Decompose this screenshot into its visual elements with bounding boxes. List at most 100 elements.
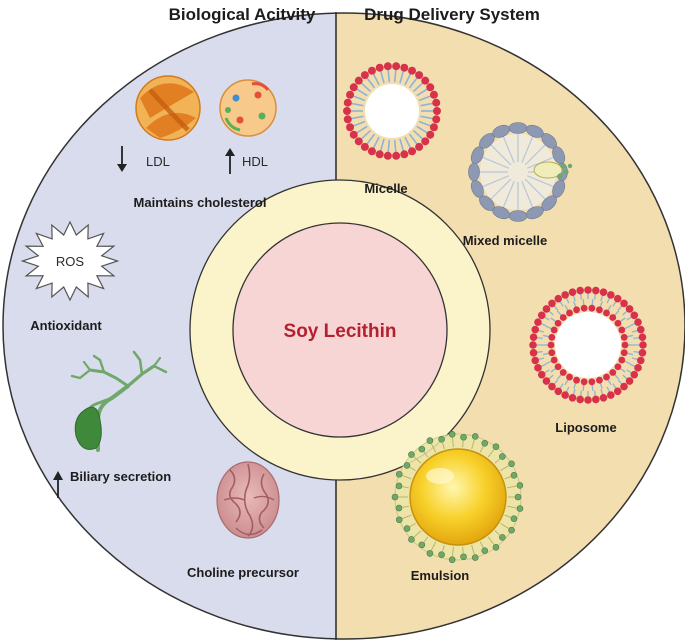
emulsifier-tail [409,466,416,472]
lipid-head [354,137,363,146]
lipid-head [620,299,628,308]
emulsifier-bead [460,553,467,561]
lipid-head [618,326,626,334]
mixed-micelle-label: Mixed micelle [463,233,548,248]
lipid-head [561,291,569,299]
lipid-head [559,314,567,321]
emulsifier-bead [481,547,489,555]
lipid-head [592,395,600,404]
lipid-head [573,306,580,314]
ros-starburst-icon [20,220,120,302]
emulsifier-tail [430,443,437,453]
lipid-head [415,142,424,151]
emulsifier-tail [500,465,510,472]
lipid-head [426,83,435,92]
lipid-head [548,382,556,391]
emulsifier-tail [430,541,437,551]
lipid-head [596,376,603,384]
lipid-head [346,90,355,99]
lipid-head [636,356,645,365]
lipid-head [432,115,441,124]
biliary-increase-arrow [53,471,63,498]
lipid-head [354,76,363,85]
emulsifier-tail [479,541,484,549]
lipid-head [421,137,430,146]
lipid-head [537,370,546,379]
emulsifier-bead [516,505,524,512]
lipid-head [550,326,558,334]
lipid-head [576,286,584,295]
drug-delivery-title: Drug Delivery System [364,5,540,24]
emulsifier-bead [481,439,489,447]
emulsifier-tail [507,485,518,489]
emulsifier-bead [471,433,479,440]
lipid-head [580,378,588,386]
emulsifier-bead [460,433,467,441]
lipid-head [349,83,358,92]
lipid-head [426,130,435,139]
emulsion-label: Emulsion [411,568,470,583]
lipid-head [508,122,528,134]
lipid-head [609,369,617,376]
lipid-head [614,363,622,371]
emulsifier-bead [408,536,415,543]
emulsifier-bead [395,504,403,512]
lipid-head [588,378,596,386]
emulsifier-tail [462,546,464,554]
lipid-head [620,382,628,391]
lipid-head [552,146,566,165]
lipid-head [421,76,430,85]
emulsifier-tail [479,445,484,453]
lipid-head [415,71,424,80]
emulsifier-tail [401,486,409,489]
lipid-head [607,391,615,399]
gallbladder-body-icon [74,406,102,450]
lipid-head [343,115,352,124]
antioxidant-label: Antioxidant [30,318,102,333]
lipid-head [537,311,546,320]
emulsifier-tail [401,474,412,480]
lipid-head [433,107,441,115]
lipid-head [566,309,573,317]
emulsifier-tail [471,544,475,555]
emulsifier-bead [395,516,403,524]
lipid-head [634,364,642,372]
lipid-head [630,370,639,379]
brain-icon [216,461,280,539]
lipid-head [548,299,556,308]
lipid-head [554,319,562,327]
lipid-head [584,396,592,404]
lipid-head [343,107,351,115]
emulsifier-bead [510,515,518,522]
lipid-head [468,162,480,182]
lipid-head [349,130,358,139]
emulsifier-bead [448,556,456,564]
emulsifier-tail [471,439,475,450]
micelle-label: Micelle [364,181,407,196]
lipid-head [508,210,528,222]
lipid-head [375,150,384,159]
emulsifier-tail [487,448,495,458]
lipid-head [367,66,376,75]
liposome-label: Liposome [555,420,616,435]
emulsifier-bead [492,443,500,451]
emulsifier-bead [403,462,411,469]
emulsifier-tail [441,442,445,450]
lipid-head [408,66,417,75]
drug-cargo-icon [533,161,573,179]
ros-label: ROS [56,254,85,269]
emulsifier-bead [510,472,518,479]
lipid-head [639,341,647,349]
lipid-head [408,147,417,156]
lipid-head [529,349,538,357]
lipid-head [603,309,610,317]
emulsion-icon [394,433,522,561]
lipid-head [343,98,352,107]
lipid-head [596,306,603,314]
lipid-head [529,341,537,349]
lipid-head [568,393,577,402]
emulsifier-bead [408,451,415,458]
lipid-head [346,123,355,132]
lipid-head [360,71,369,80]
